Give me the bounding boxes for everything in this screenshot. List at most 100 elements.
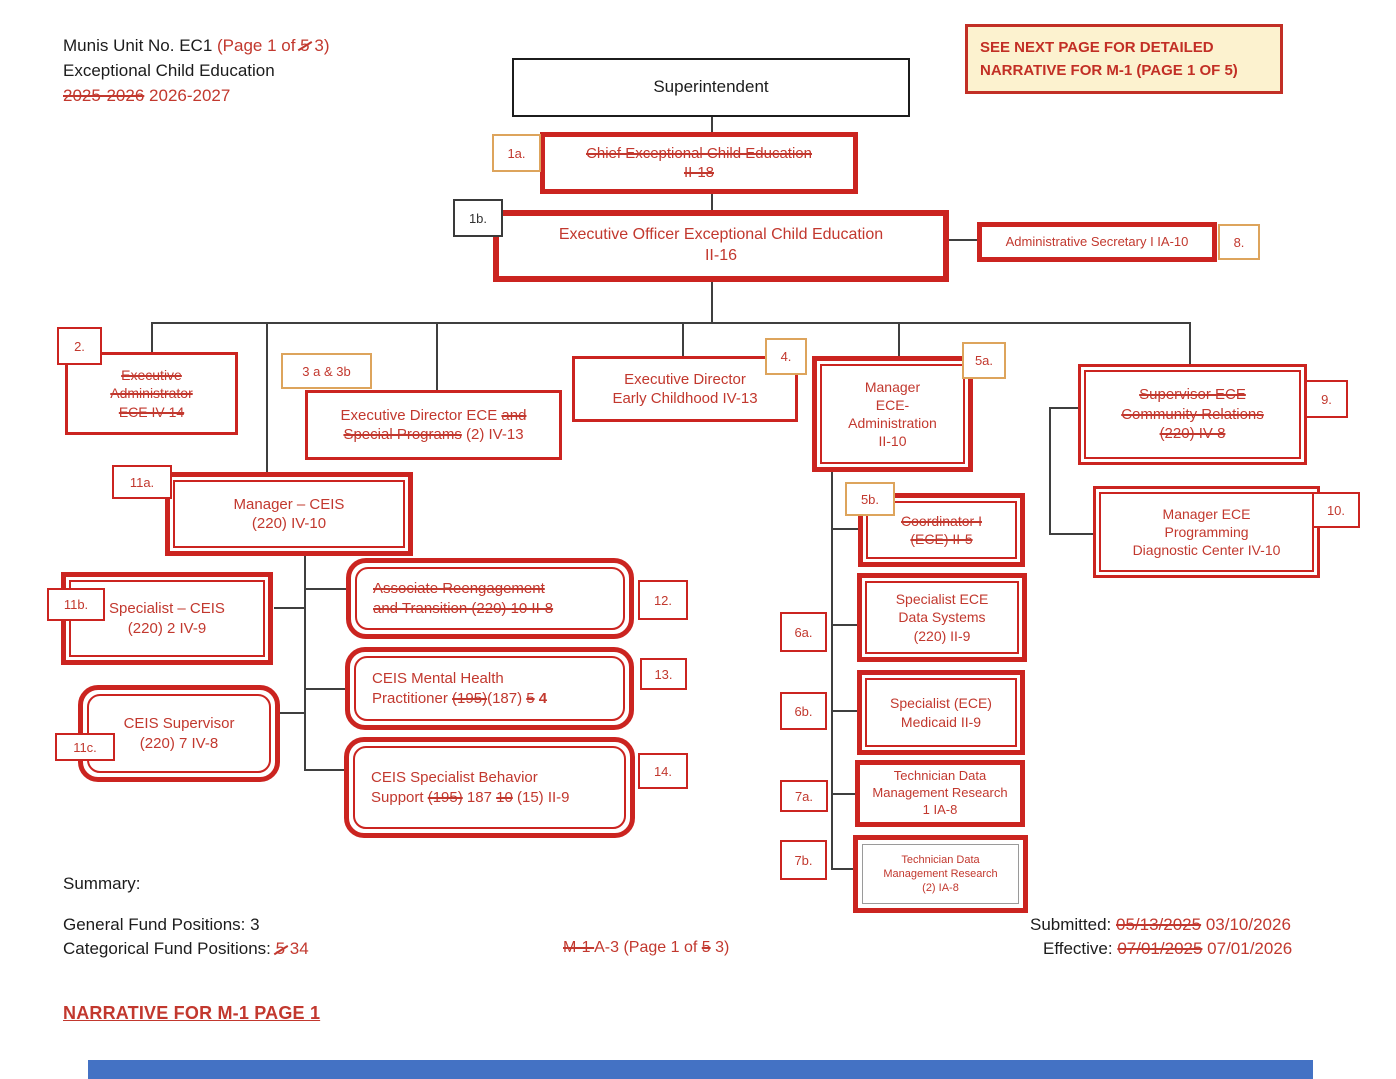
org-box-associate-reengagement-transition: Associate Reengagement and Transition (2… — [346, 558, 634, 639]
bottom-blue-bar — [88, 1060, 1313, 1079]
connector-line — [151, 322, 1191, 324]
connector-line — [304, 688, 347, 690]
org-box-line: Associate Reengagement — [373, 580, 545, 597]
org-box-line: (ECE) II-5 — [910, 531, 973, 547]
org-box-line: Programming — [1164, 523, 1249, 540]
note-label-7a: 7a. — [780, 780, 828, 812]
org-box-line: Specialist (ECE) — [890, 695, 992, 712]
note-label-3a-3b: 3 a & 3b — [281, 353, 372, 389]
org-box-line: (220) II-9 — [913, 627, 971, 644]
note-label-10: 10. — [1312, 492, 1360, 528]
org-box-line: Administration — [848, 415, 937, 431]
org-box-line: Community Relations — [1121, 405, 1264, 423]
connector-line — [280, 712, 304, 714]
org-box-line: ECE- — [875, 396, 910, 413]
org-box-specialist-ece-data-systems: Specialist ECE Data Systems (220) II-9 — [857, 573, 1027, 662]
org-box-line: Administrator — [110, 385, 193, 402]
connector-line — [831, 624, 857, 626]
connector-line — [831, 868, 853, 870]
org-box-coordinator-i-ece: Coordinator I (ECE) II-5 — [858, 493, 1025, 567]
connector-line — [1189, 322, 1191, 365]
note-label-14: 14. — [638, 753, 688, 789]
note-label-5a: 5a. — [962, 342, 1006, 379]
note-label-5b: 5b. — [845, 482, 895, 516]
org-box-technician-data-management-1: Technician Data Management Research 1 IA… — [855, 760, 1025, 827]
org-box-line: Executive Director ECE and — [340, 406, 527, 424]
org-box-line: Special Programs (2) IV-13 — [343, 426, 524, 443]
org-box-line: Specialist – CEIS — [109, 600, 225, 617]
connector-line — [304, 556, 306, 771]
connector-line — [682, 322, 684, 357]
connector-line — [831, 793, 855, 795]
org-box-technician-data-management-2: Technician Data Management Research (2) … — [853, 835, 1028, 913]
org-box-manager-ece-administration: Manager ECE- Administration II-10 — [812, 356, 973, 472]
org-box-line: Medicaid II-9 — [900, 713, 982, 730]
org-box-line: Executive Director — [624, 370, 746, 388]
org-box-line: 1 IA-8 — [922, 801, 958, 817]
org-box-line: Superintendent — [653, 77, 769, 97]
org-box-executive-director-ece-special-programs: Executive Director ECE and Special Progr… — [305, 390, 562, 460]
connector-line — [274, 607, 304, 609]
org-box-line: Management Research — [872, 785, 1008, 801]
org-box-line: (220) 2 IV-9 — [127, 619, 207, 637]
org-box-supervisor-ece-community-relations: Supervisor ECE Community Relations (220)… — [1078, 364, 1307, 465]
note-label-6b: 6b. — [780, 692, 827, 730]
connector-line — [304, 769, 345, 771]
org-box-executive-officer-ece: Executive Officer Exceptional Child Educ… — [493, 210, 949, 282]
note-label-4: 4. — [765, 338, 807, 375]
org-box-line: Manager — [864, 378, 921, 395]
org-box-line: Diagnostic Center IV-10 — [1132, 542, 1281, 559]
connector-line — [266, 322, 268, 472]
m1-page-reference: M-1 A-3 (Page 1 of 5 3) — [563, 939, 730, 956]
org-box-specialist-ece-medicaid: Specialist (ECE) Medicaid II-9 — [857, 670, 1025, 755]
note-label-9: 9. — [1305, 380, 1348, 418]
org-box-line: (220) IV-10 — [251, 515, 327, 532]
org-box-line: (220) IV-8 — [1159, 425, 1226, 443]
notice-line-2: NARRATIVE FOR M-1 (PAGE 1 OF 5) — [980, 62, 1238, 79]
org-box-administrative-secretary: Administrative Secretary I IA-10 — [977, 222, 1217, 262]
org-box-line: Early Childhood IV-13 — [612, 390, 758, 407]
categorical-fund-positions: Categorical Fund Positions: 5 34 — [63, 939, 309, 958]
org-box-line: Supervisor ECE — [1139, 386, 1246, 404]
org-box-line: Management Research — [883, 867, 998, 880]
org-box-line: Coordinator I — [901, 512, 982, 529]
org-box-line: Technician Data — [901, 853, 980, 866]
narrative-heading: NARRATIVE FOR M-1 PAGE 1 — [63, 1003, 321, 1023]
munis-unit-line: Munis Unit No. EC1 (Page 1 of 5 3) — [63, 33, 329, 58]
org-box-line: and Transition (220) 10 II-8 — [373, 599, 554, 617]
note-label-7b: 7b. — [780, 840, 827, 880]
org-box-line: Executive Officer Exceptional Child Educ… — [558, 226, 884, 244]
org-box-ceis-mental-health-practitioner: CEIS Mental Health Practitioner (195)(18… — [345, 647, 634, 730]
connector-line — [304, 588, 347, 590]
org-box-line: CEIS Specialist Behavior — [371, 769, 538, 786]
org-box-manager-ceis: Manager – CEIS (220) IV-10 — [165, 472, 413, 556]
org-box-line: CEIS Mental Health — [372, 670, 504, 687]
org-box-executive-administrator-ece: Executive Administrator ECE IV-14 — [65, 352, 238, 435]
connector-line — [436, 322, 438, 391]
connector-line — [1049, 533, 1095, 535]
org-box-line: (2) IA-8 — [922, 882, 959, 895]
org-box-line: II-16 — [704, 247, 737, 264]
connector-line — [1049, 407, 1080, 409]
school-year-line: 2025-2026 2026-2027 — [63, 86, 231, 105]
org-box-ceis-specialist-behavior-support: CEIS Specialist Behavior Support (195) 1… — [344, 737, 635, 838]
org-box-line: Practitioner (195)(187) 5 4 — [372, 689, 548, 707]
connector-line — [151, 322, 153, 353]
note-label-6a: 6a. — [780, 612, 827, 652]
connector-line — [831, 710, 857, 712]
org-box-line: Support (195) 187 10 (15) II-9 — [371, 788, 570, 806]
connector-line — [831, 467, 833, 870]
connector-line — [1049, 407, 1051, 535]
note-label-1b: 1b. — [453, 199, 503, 237]
connector-line — [949, 239, 977, 241]
connector-line — [711, 192, 713, 212]
connector-line — [898, 322, 900, 357]
effective-date-line: Effective: 07/01/2025 07/01/2026 — [1043, 939, 1293, 958]
org-box-chief-exceptional-child-education: Chief Exceptional Child Education II-18 — [540, 132, 858, 194]
note-label-12: 12. — [638, 580, 688, 620]
org-box-manager-ece-programming: Manager ECE Programming Diagnostic Cente… — [1093, 486, 1320, 578]
general-fund-positions: General Fund Positions: 3 — [63, 915, 260, 934]
org-box-line: Administrative Secretary I IA-10 — [1005, 233, 1189, 249]
note-label-8: 8. — [1218, 224, 1260, 260]
note-label-1a: 1a. — [492, 134, 541, 172]
